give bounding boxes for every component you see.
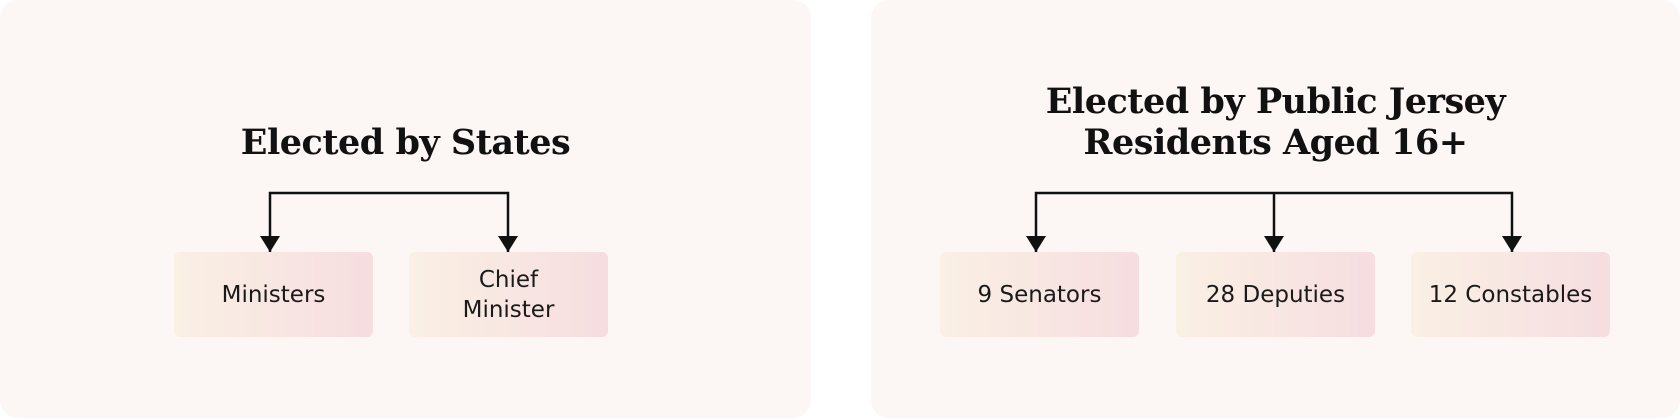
states-connector-arrows bbox=[260, 191, 518, 252]
chief-minister-box: Chief Minister bbox=[409, 252, 608, 337]
ministers-box: Ministers bbox=[174, 252, 373, 337]
states-panel: Elected by States Ministers Chief Minist… bbox=[0, 0, 811, 418]
deputies-label: 28 Deputies bbox=[1205, 281, 1346, 308]
public-connector-arrows bbox=[1026, 191, 1522, 252]
public-title: Elected by Public Jersey Residents Aged … bbox=[1045, 81, 1506, 163]
senators-label: 9 Senators bbox=[977, 281, 1102, 308]
constables-box: 12 Constables bbox=[1411, 252, 1610, 337]
chief-minister-label: Chief Minister bbox=[462, 266, 555, 323]
constables-label: 12 Constables bbox=[1428, 281, 1593, 308]
states-title: Elected by States bbox=[240, 122, 571, 163]
deputies-box: 28 Deputies bbox=[1176, 252, 1375, 337]
public-panel: Elected by Public Jersey Residents Aged … bbox=[871, 0, 1680, 418]
senators-box: 9 Senators bbox=[940, 252, 1139, 337]
ministers-label: Ministers bbox=[221, 281, 326, 308]
